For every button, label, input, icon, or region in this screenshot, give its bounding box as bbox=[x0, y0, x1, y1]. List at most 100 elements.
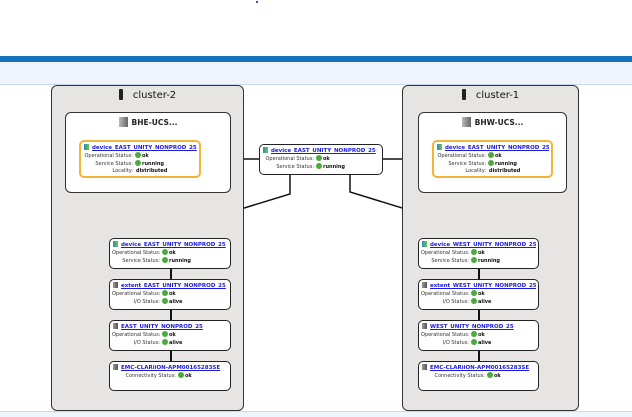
status-label: Service Status: bbox=[276, 164, 314, 170]
status-label: Connectivity Status: bbox=[125, 373, 176, 379]
check-ok-icon bbox=[471, 290, 477, 296]
connector-line bbox=[478, 310, 480, 320]
status-label: Service Status: bbox=[431, 258, 469, 264]
status-value: alive bbox=[478, 340, 492, 346]
cluster-title: cluster-2 bbox=[52, 89, 243, 101]
status-row: Service Status: running bbox=[421, 257, 500, 264]
connector-line bbox=[478, 351, 480, 361]
status-value: ok bbox=[169, 291, 176, 297]
check-ok-icon bbox=[471, 257, 477, 263]
connector-line bbox=[170, 351, 172, 361]
node-title-link[interactable]: EAST_UNITY_NONPROD_25 bbox=[113, 323, 228, 330]
host-title: BHW-UCS... bbox=[419, 117, 566, 127]
node-title[interactable]: WEST_UNITY_NONPROD_25 bbox=[430, 324, 514, 330]
status-value: running bbox=[323, 164, 345, 170]
node-title-link[interactable]: extent_EAST_UNITY_NONPROD_25 bbox=[113, 282, 228, 289]
header-bar bbox=[0, 56, 632, 62]
check-ok-icon bbox=[471, 339, 477, 345]
status-row: Locality:distributed bbox=[83, 168, 167, 174]
status-row: Operational Status:ok bbox=[436, 152, 502, 159]
node-title[interactable]: device_EAST_UNITY_NONPROD_25 bbox=[445, 145, 549, 151]
check-ok-icon bbox=[488, 152, 494, 158]
status-label: Operational Status: bbox=[421, 291, 470, 297]
status-value: ok bbox=[323, 156, 330, 162]
status-value: running bbox=[495, 161, 517, 167]
status-label: Operational Status: bbox=[421, 250, 470, 256]
node-title-link[interactable]: EMC-CLARiiON-APM00165283SE bbox=[113, 364, 228, 371]
check-ok-icon bbox=[162, 298, 168, 304]
connector-line bbox=[478, 269, 480, 279]
node-title-link[interactable]: extent_WEST_UNITY_NONPROD_25 bbox=[422, 282, 536, 289]
check-ok-icon bbox=[135, 152, 141, 158]
status-row: Operational Status: ok bbox=[112, 331, 176, 338]
status-value: distributed bbox=[489, 168, 521, 174]
status-label: I/O Status: bbox=[133, 340, 160, 346]
node-title-link[interactable]: device_EAST_UNITY_NONPROD_25 bbox=[263, 147, 380, 154]
status-value: ok bbox=[169, 250, 176, 256]
node-title[interactable]: device_EAST_UNITY_NONPROD_25 bbox=[121, 242, 226, 248]
node-title-link[interactable]: EMC-CLARiiON-APM00165283SE bbox=[422, 364, 536, 371]
device-icon bbox=[113, 241, 118, 247]
node-title-link[interactable]: device_EAST_UNITY_NONPROD_25 bbox=[437, 144, 549, 151]
status-label: Service Status: bbox=[95, 161, 133, 167]
status-value: ok bbox=[494, 373, 501, 379]
status-row: Connectivity Status:ok bbox=[421, 372, 501, 379]
status-bar bbox=[0, 411, 632, 417]
node-title-link[interactable]: device_EAST_UNITY_NONPROD_25 bbox=[113, 241, 228, 248]
status-row: Connectivity Status:ok bbox=[112, 372, 192, 379]
status-row: Service Status: running bbox=[83, 160, 164, 167]
storage-icon bbox=[422, 323, 427, 329]
status-value: running bbox=[169, 258, 191, 264]
status-row: Operational Status: ok bbox=[112, 249, 176, 256]
status-label: Operational Status: bbox=[112, 291, 161, 297]
node-title-link[interactable]: device_WEST_UNITY_NONPROD_25 bbox=[422, 241, 536, 248]
node-title[interactable]: extent_EAST_UNITY_NONPROD_25 bbox=[121, 283, 226, 289]
check-ok-icon bbox=[471, 298, 477, 304]
status-value: running bbox=[478, 258, 500, 264]
device-icon bbox=[263, 147, 268, 153]
node-title-link[interactable]: device_EAST_UNITY_NONPROD_25 bbox=[84, 144, 197, 151]
status-value: ok bbox=[478, 291, 485, 297]
check-ok-icon bbox=[162, 339, 168, 345]
status-label: Operational Status: bbox=[112, 332, 161, 338]
node-title[interactable]: device_EAST_UNITY_NONPROD_25 bbox=[92, 145, 197, 151]
node-title[interactable]: EMC-CLARiiON-APM00165283SE bbox=[121, 365, 221, 371]
node-title[interactable]: extent_WEST_UNITY_NONPROD_25 bbox=[430, 283, 536, 289]
status-row: Locality:distributed bbox=[436, 168, 520, 174]
host-name: BHW-UCS... bbox=[474, 118, 524, 127]
status-label: Operational Status: bbox=[265, 156, 314, 162]
status-label: I/O Status: bbox=[442, 340, 469, 346]
status-value: ok bbox=[478, 250, 485, 256]
storage-icon bbox=[422, 364, 427, 370]
status-label: Operational Status: bbox=[112, 250, 161, 256]
status-row: I/O Status:alive bbox=[421, 298, 491, 305]
status-value: alive bbox=[478, 299, 492, 305]
toolbar bbox=[0, 62, 632, 85]
node-title[interactable]: EMC-CLARiiON-APM00165283SE bbox=[430, 365, 530, 371]
status-row: Operational Status:ok bbox=[83, 152, 149, 159]
status-row: Operational Status: ok bbox=[112, 290, 176, 297]
status-label: Locality: bbox=[465, 168, 486, 174]
check-ok-icon bbox=[162, 290, 168, 296]
status-value: ok bbox=[169, 332, 176, 338]
status-value: running bbox=[142, 161, 164, 167]
storage-icon bbox=[113, 282, 118, 288]
node-title[interactable]: device_WEST_UNITY_NONPROD_25 bbox=[430, 242, 536, 248]
host-title: BHE-UCS... bbox=[66, 117, 230, 127]
host-server-icon bbox=[461, 117, 471, 127]
status-value: ok bbox=[478, 332, 485, 338]
node-title-link[interactable]: WEST_UNITY_NONPROD_25 bbox=[422, 323, 536, 330]
node-title[interactable]: device_EAST_UNITY_NONPROD_25 bbox=[271, 148, 376, 154]
node-title[interactable]: EAST_UNITY_NONPROD_25 bbox=[121, 324, 203, 330]
